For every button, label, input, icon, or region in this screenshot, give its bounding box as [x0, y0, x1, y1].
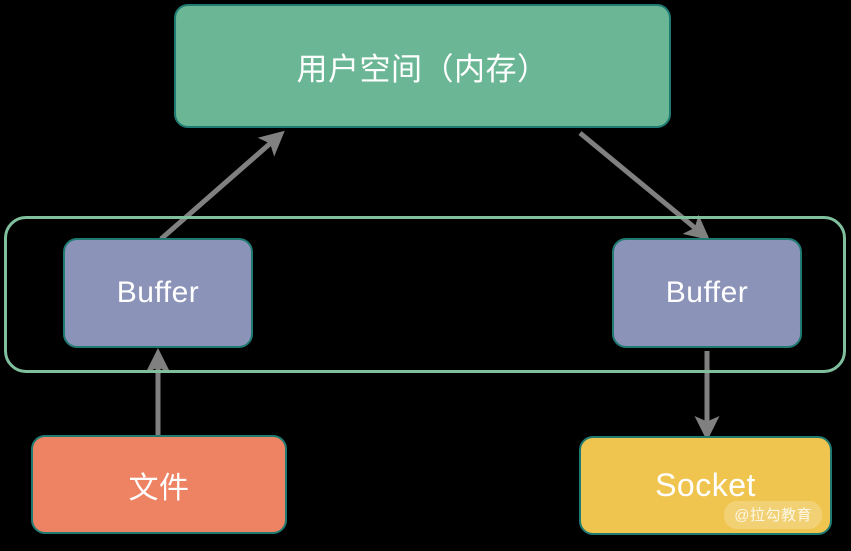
node-socket-label: Socket: [655, 467, 756, 503]
node-buffer-left-label: Buffer: [116, 276, 200, 309]
node-user-space-label: 用户空间（内存）: [296, 51, 549, 87]
node-user-space[interactable]: 用户空间（内存）: [174, 4, 671, 128]
node-file[interactable]: 文件: [31, 435, 287, 534]
kernel-space-container[interactable]: [4, 216, 846, 373]
node-buffer-right[interactable]: Buffer: [612, 238, 802, 348]
node-file-label: 文件: [128, 471, 190, 505]
node-buffer-right-label: Buffer: [665, 276, 749, 309]
node-socket[interactable]: Socket @拉勾教育: [579, 436, 832, 535]
watermark: @拉勾教育: [724, 501, 822, 529]
node-buffer-left[interactable]: Buffer: [63, 238, 253, 348]
